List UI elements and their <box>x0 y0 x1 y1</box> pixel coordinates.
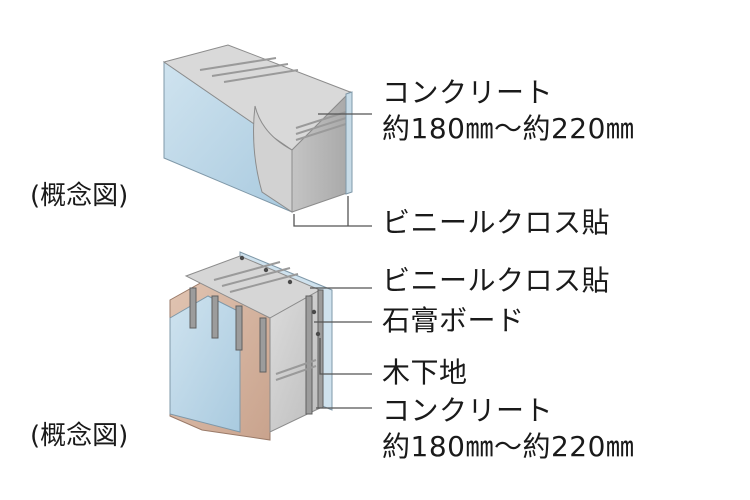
top-wall-block <box>162 44 353 213</box>
bottom-gypsum-board-label: 石膏ボード <box>382 304 525 337</box>
bottom-wall-block <box>169 251 333 441</box>
bottom-vinyl-cloth-label: ビニールクロス貼 <box>382 264 611 297</box>
bottom-leader-lines <box>310 287 372 409</box>
bottom-concrete-thickness: 約180㎜〜約220㎜ <box>382 430 635 463</box>
top-vinyl-cloth-label: ビニールクロス貼 <box>382 206 611 239</box>
top-concrete-stripes <box>199 57 347 141</box>
bottom-diagram-caption: (概念図) <box>30 421 129 451</box>
top-vinyl-cloth-back <box>345 91 353 195</box>
top-concrete-thickness: 約180㎜〜約220㎜ <box>382 112 635 145</box>
top-diagram-caption: (概念図) <box>30 181 129 211</box>
bottom-wood-base-label: 木下地 <box>382 356 468 389</box>
top-concrete-label: コンクリート <box>382 76 554 109</box>
bottom-concrete-label: コンクリート <box>382 394 554 427</box>
top-cutaway <box>253 105 293 213</box>
top-leader-lines <box>293 113 372 227</box>
bottom-concrete-stripes <box>213 261 317 381</box>
bottom-wood-studs <box>189 287 324 415</box>
bottom-vinyl-cloth-front <box>169 295 241 433</box>
bottom-screws <box>239 255 321 337</box>
